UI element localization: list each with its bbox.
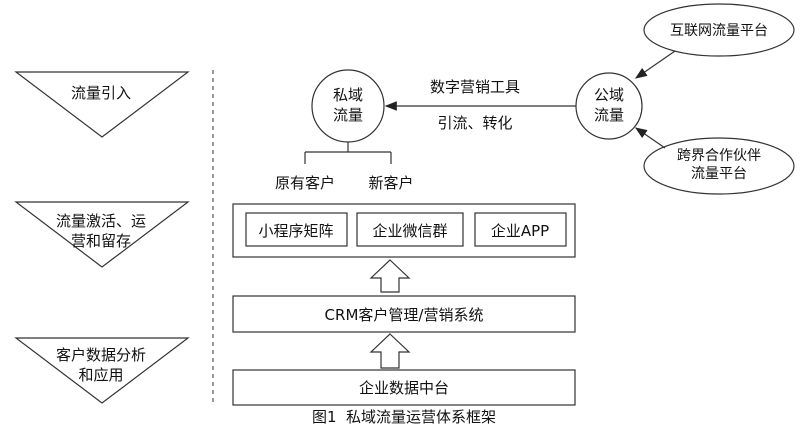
public-traffic-line2: 流量 bbox=[594, 106, 624, 124]
partner-platform-line1: 跨界合作伙伴 bbox=[677, 148, 761, 164]
new-customer-label: 新客户 bbox=[368, 174, 413, 192]
channels-container: 小程序矩阵 企业微信群 企业APP bbox=[232, 203, 576, 258]
stage-activation-retention: 流量激活、运 营和留存 bbox=[14, 201, 190, 268]
enterprise-app-box bbox=[474, 212, 567, 247]
partner-traffic-platform-node: 跨界合作伙伴 流量平台 bbox=[643, 137, 795, 195]
partner-platform-line2: 流量平台 bbox=[691, 166, 747, 182]
mini-program-box bbox=[245, 212, 348, 247]
private-traffic-line1: 私域 bbox=[333, 86, 363, 104]
crm-system-box bbox=[232, 295, 576, 333]
wechat-group-label: 企业微信群 bbox=[372, 222, 447, 240]
stage-3-label-line2: 和应用 bbox=[78, 366, 123, 384]
up-arrow-icon bbox=[369, 259, 411, 293]
stage-2-label-line1: 流量激活、运 bbox=[56, 212, 146, 230]
partner-to-public-arrow bbox=[635, 127, 666, 149]
data-platform-label: 企业数据中台 bbox=[359, 379, 449, 397]
private-traffic-node: 私域 流量 bbox=[311, 69, 385, 143]
drain-convert-label: 引流、转化 bbox=[437, 114, 512, 132]
internet-to-public-arrow bbox=[635, 50, 676, 79]
data-platform-box bbox=[232, 369, 576, 406]
existing-customer-label: 原有客户 bbox=[275, 174, 335, 192]
up-arrow-icon bbox=[369, 333, 411, 369]
stage-traffic-introduction: 流量引入 bbox=[14, 71, 190, 138]
internet-traffic-platform-label: 互联网流量平台 bbox=[670, 23, 768, 39]
public-traffic-node: 公域 流量 bbox=[575, 72, 643, 140]
mini-program-label: 小程序矩阵 bbox=[258, 222, 333, 240]
enterprise-app-label: 企业APP bbox=[491, 222, 549, 240]
stage-2-label-line2: 营和留存 bbox=[71, 232, 131, 250]
private-traffic-line2: 流量 bbox=[333, 106, 363, 124]
stage-1-label: 流量引入 bbox=[71, 84, 131, 102]
stage-3-label-line1: 客户数据分析 bbox=[56, 346, 146, 364]
figure-caption: 图1 私域流量运营体系框架 bbox=[312, 408, 496, 426]
internet-traffic-platform-node: 互联网流量平台 bbox=[643, 3, 795, 57]
stage-data-analysis: 客户数据分析 和应用 bbox=[14, 337, 190, 404]
public-traffic-line1: 公域 bbox=[594, 86, 624, 104]
digital-marketing-tool-label: 数字营销工具 bbox=[430, 78, 520, 96]
customer-branch-connector bbox=[304, 142, 392, 164]
wechat-group-box bbox=[356, 212, 464, 247]
crm-system-label: CRM客户管理/营销系统 bbox=[325, 306, 484, 324]
